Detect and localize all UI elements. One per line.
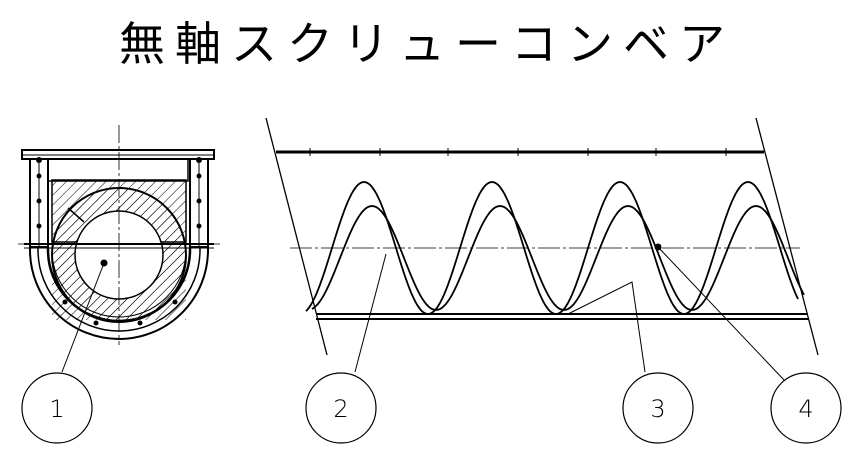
spiral-flights — [305, 181, 805, 315]
callout-1-label: 1 — [49, 395, 64, 423]
callout-3: 3 — [622, 372, 694, 444]
cross-section-view — [18, 125, 220, 373]
side-view — [265, 117, 819, 381]
callout-2-label: 2 — [333, 395, 348, 423]
callout-2: 2 — [305, 372, 377, 444]
callout-4-label: 4 — [798, 395, 813, 423]
drawing-title: 無軸スクリューコンベア — [119, 17, 735, 71]
callout-3-label: 3 — [650, 395, 665, 423]
callout-1: 1 — [21, 372, 93, 444]
callout-4: 4 — [770, 372, 842, 444]
